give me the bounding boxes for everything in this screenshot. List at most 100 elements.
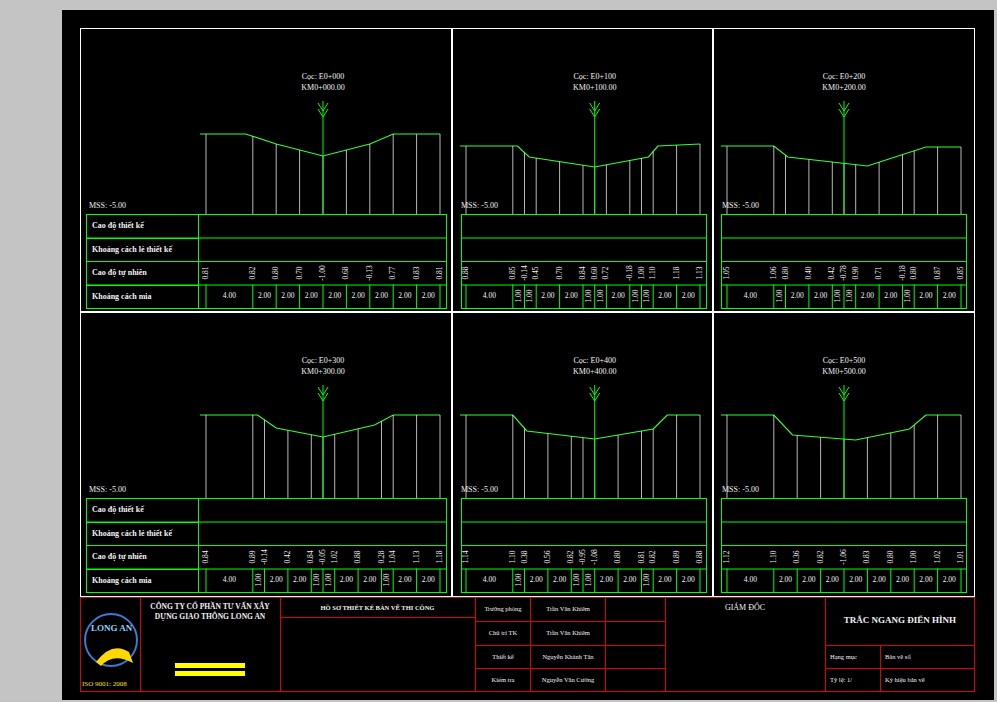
table-tick — [890, 569, 891, 593]
center-line — [594, 101, 595, 214]
staff-distance: 2.00 — [919, 293, 932, 301]
station-line — [676, 415, 677, 498]
table-tick — [358, 569, 359, 593]
ground-elevation: -0.18 — [899, 265, 907, 281]
title-block-text: LONG AN — [91, 624, 132, 633]
table-tick — [914, 285, 915, 309]
table-tick — [961, 285, 962, 309]
staff-distance: 4.00 — [223, 577, 236, 585]
center-mark — [839, 103, 849, 111]
row-heading: Khoảng cách lẻ thiết kế — [92, 246, 172, 254]
table-tick — [902, 285, 903, 309]
ground-line — [460, 144, 700, 167]
table-header-cell: Khoảng cách lẻ thiết kế — [86, 522, 199, 547]
ground-elevation: 0.88 — [354, 550, 362, 563]
station-line — [653, 429, 654, 498]
table-row-line — [461, 238, 706, 239]
station-line — [700, 415, 701, 498]
grid-line — [80, 597, 975, 598]
center-mark — [839, 393, 849, 401]
station-line — [937, 147, 938, 214]
row-heading: Khoảng cách lẻ thiết kế — [92, 530, 172, 538]
ground-elevation: 0.70 — [556, 266, 564, 279]
table-tick — [653, 569, 654, 593]
table-tick — [727, 569, 728, 593]
ground-elevation: 0.80 — [782, 266, 790, 279]
station-line — [381, 421, 382, 498]
staff-distance: 1.00 — [313, 574, 321, 587]
ground-elevation: 0.80 — [272, 266, 280, 279]
table-tick — [346, 285, 347, 309]
ground-elevation: 0.82 — [649, 550, 657, 563]
table-tick — [808, 285, 809, 309]
center-mark — [590, 387, 600, 395]
staff-distance: 2.00 — [814, 293, 827, 301]
station-line — [416, 415, 417, 498]
station-line — [855, 165, 856, 214]
center-mark — [590, 109, 600, 117]
station-line — [583, 438, 584, 498]
logo-ring — [85, 614, 137, 666]
staff-distance: 2.00 — [305, 293, 318, 301]
center-line — [323, 385, 324, 498]
data-table — [462, 215, 707, 309]
grid-line — [825, 668, 975, 669]
center-line — [594, 385, 595, 498]
ground-elevation: -1.08 — [591, 549, 599, 565]
title-block-text: Chủ trì TK — [476, 630, 530, 637]
staff-distance: 1.00 — [632, 290, 640, 303]
station-line — [524, 428, 525, 498]
table-tick — [524, 569, 525, 593]
table-tick — [961, 569, 962, 593]
table-tick — [676, 285, 677, 309]
ground-elevation: 1.01 — [957, 550, 965, 563]
ground-elevation: 0.42 — [829, 266, 837, 279]
staff-distance: 2.00 — [943, 577, 956, 585]
station-line — [252, 415, 253, 498]
center-mark — [839, 387, 849, 395]
station-label: Cọc: E0+300 — [302, 357, 345, 365]
staff-distance: 2.00 — [658, 577, 671, 585]
staff-distance: 1.00 — [905, 290, 913, 303]
table-tick — [937, 285, 938, 309]
grid-line — [475, 621, 665, 622]
station-line — [524, 153, 525, 214]
ground-elevation: 0.28 — [378, 550, 386, 563]
chainage-label: KM0+000.00 — [301, 84, 344, 92]
table-tick — [594, 569, 595, 593]
ground-elevation: 1.13 — [696, 266, 704, 279]
station-line — [937, 415, 938, 498]
table-row-line — [461, 545, 706, 546]
staff-distance: 2.00 — [293, 577, 306, 585]
station-line — [252, 136, 253, 214]
ground-elevation: -0.14 — [521, 265, 529, 281]
station-line — [440, 134, 441, 214]
table-tick — [844, 285, 845, 309]
ground-elevation: 1.02 — [934, 550, 942, 563]
table-tick — [914, 569, 915, 593]
data-table — [722, 215, 967, 309]
ground-elevation: -0.78 — [840, 265, 848, 281]
station-line — [571, 436, 572, 498]
station-line — [512, 146, 513, 214]
chainage-label: KM0+200.00 — [822, 84, 865, 92]
table-tick — [700, 569, 701, 593]
datum-label: MSS: -5.00 — [722, 486, 759, 494]
row-heading: Cao độ tự nhiên — [92, 553, 147, 561]
staff-distance: 2.00 — [802, 577, 815, 585]
ground-elevation: -1.06 — [840, 549, 848, 565]
ground-elevation: 1.00 — [638, 266, 646, 279]
ground-elevation: 0.36 — [793, 550, 801, 563]
ground-elevation: 0.56 — [544, 550, 552, 563]
staff-distance: 2.00 — [340, 577, 353, 585]
table-tick — [641, 285, 642, 309]
staff-distance: 2.00 — [363, 577, 376, 585]
station-line — [264, 420, 265, 498]
staff-distance: 2.00 — [849, 577, 862, 585]
ground-elevation: 0.81 — [202, 266, 210, 279]
row-heading: Khoảng cách mia — [92, 577, 152, 585]
ground-elevation: 1.10 — [509, 550, 517, 563]
table-tick — [820, 569, 821, 593]
datum-label: MSS: -5.00 — [722, 202, 759, 210]
